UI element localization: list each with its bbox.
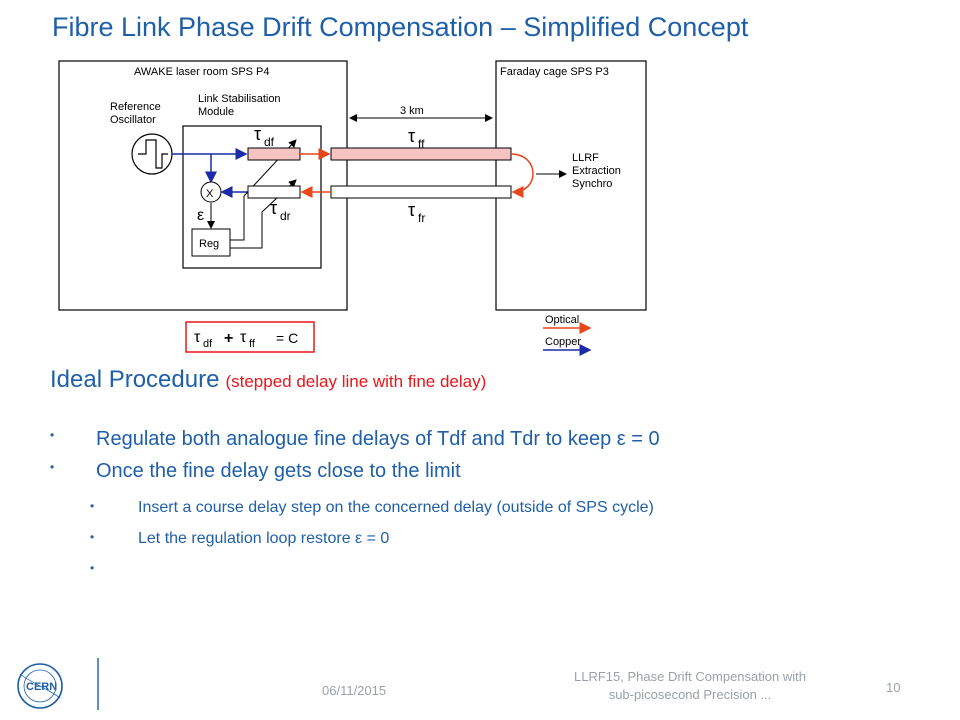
- svg-text:ff: ff: [249, 338, 256, 350]
- cern-logo-icon: CERN: [17, 658, 99, 710]
- footer-title: LLRF15, Phase Drift Compensation with su…: [540, 668, 840, 704]
- slide-title: Fibre Link Phase Drift Compensation – Si…: [52, 12, 749, 42]
- epsilon-label: ε: [197, 207, 204, 224]
- bullet-dot-icon: •: [90, 499, 95, 513]
- subbullet-item: • Let the regulation loop restore ε = 0: [90, 530, 390, 548]
- bullet-dot-icon: •: [50, 460, 55, 474]
- optical-links: [300, 148, 534, 198]
- legend-copper-label: Copper: [545, 336, 581, 348]
- footer-date: 06/11/2015: [322, 683, 387, 698]
- svg-text:τ: τ: [254, 124, 261, 144]
- tau-dr-label: τ dr: [270, 198, 291, 223]
- bullet-text: Once the fine delay gets close to the li…: [96, 460, 461, 482]
- svg-text:dr: dr: [280, 209, 291, 223]
- bullet-text: Regulate both analogue fine delays of Td…: [96, 428, 660, 450]
- svg-text:CERN: CERN: [26, 681, 57, 693]
- svg-text:ff: ff: [418, 137, 425, 151]
- svg-text:τ: τ: [270, 198, 277, 218]
- tau-ff-label: τ ff: [408, 126, 425, 151]
- lsm-box: [182, 125, 322, 269]
- page-number: 10: [886, 680, 901, 695]
- copper-signal-lines: [172, 148, 248, 198]
- footer-title-line-2: sub-picosecond Precision ...: [608, 687, 772, 702]
- bullet-item: • Once the fine delay gets close to the l…: [50, 460, 461, 483]
- subbullet-text: Let the regulation loop restore ε = 0: [138, 530, 390, 547]
- footer-title-line-1: LLRF15, Phase Drift Compensation with: [574, 669, 806, 684]
- section-subheading: (stepped delay line with fine delay): [225, 372, 487, 391]
- delay-df-block: [247, 147, 301, 161]
- llrf-label-2: Extraction: [572, 165, 621, 177]
- mixer-label: X: [206, 188, 214, 200]
- awake-room-label: AWAKE laser room SPS P4: [134, 66, 270, 78]
- section-heading: Ideal Procedure (stepped delay line with …: [50, 366, 486, 394]
- svg-text:+: +: [224, 330, 233, 347]
- svg-text:τ: τ: [194, 329, 201, 346]
- svg-text:df: df: [203, 338, 213, 350]
- subbullet-item: • Insert a course delay step on the conce…: [90, 499, 654, 517]
- equation-box: [185, 321, 315, 353]
- svg-text:τ: τ: [408, 200, 415, 220]
- bullet-dot-icon: •: [50, 428, 55, 442]
- distance-label: 3 km: [400, 105, 424, 117]
- reg-label: Reg: [199, 238, 219, 250]
- svg-text:df: df: [264, 135, 275, 149]
- ref-osc-label-1: Reference: [110, 101, 161, 113]
- lsm-label-2: Module: [198, 106, 234, 118]
- svg-text:τ: τ: [408, 126, 415, 146]
- bullet-item: • Regulate both analogue fine delays of T…: [50, 428, 660, 451]
- fibre-return: [330, 185, 512, 199]
- reg-box: [191, 228, 231, 257]
- subbullet-text: Insert a course delay step on the concer…: [138, 499, 654, 516]
- svg-text:fr: fr: [418, 211, 425, 225]
- section-heading-text: Ideal Procedure: [50, 366, 220, 393]
- faraday-cage-label: Faraday cage SPS P3: [500, 66, 609, 78]
- lsm-label-1: Link Stabilisation: [198, 93, 281, 105]
- oscillator-icon: [131, 133, 173, 175]
- ref-osc-label-2: Oscillator: [110, 114, 156, 126]
- mixer-circle: [200, 181, 222, 203]
- llrf-label-1: LLRF: [572, 152, 599, 164]
- llrf-label-3: Synchro: [572, 178, 612, 190]
- bullet-dot-icon: •: [90, 530, 95, 544]
- legend-optical-label: Optical: [545, 314, 579, 326]
- equation-text: τ df + τ ff = C: [194, 329, 298, 350]
- faraday-cage-box: [495, 60, 647, 311]
- delay-dr-block: [247, 185, 301, 199]
- svg-text:τ: τ: [240, 329, 247, 346]
- bullet-dot-icon: •: [90, 561, 95, 575]
- tau-fr-label: τ fr: [408, 200, 425, 225]
- tau-df-label: τ df: [254, 124, 275, 149]
- svg-text:= C: = C: [276, 330, 298, 346]
